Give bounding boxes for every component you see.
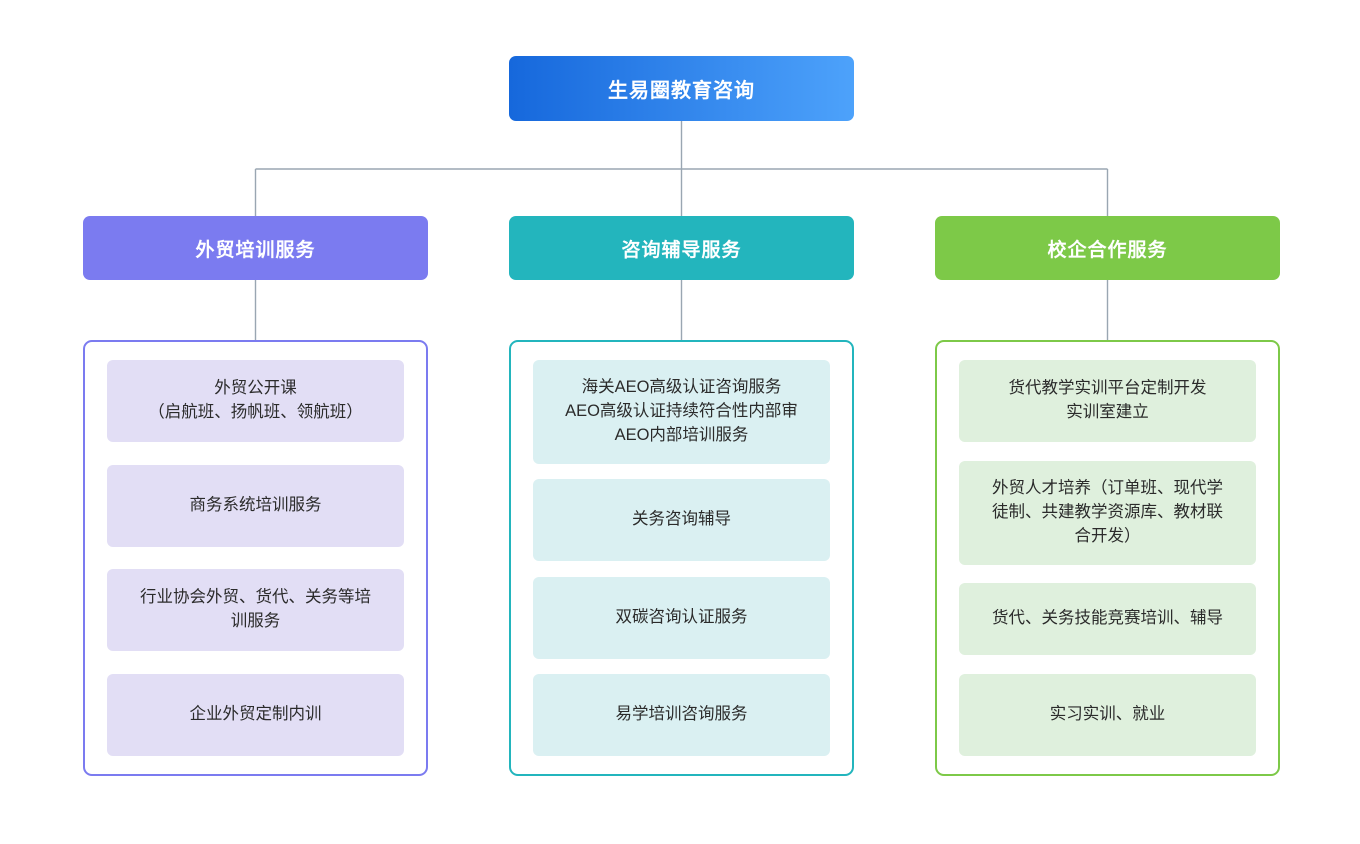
list-item[interactable]: 外贸人才培养（订单班、现代学 徒制、共建教学资源库、教材联 合开发） [959,460,1256,565]
list-item[interactable]: 企业外贸定制内训 [107,673,404,756]
category-header-label: 校企合作服务 [1047,239,1168,261]
list-item[interactable]: 商务系统培训服务 [107,464,404,547]
list-item[interactable]: 货代、关务技能竞赛培训、辅导 [959,583,1256,656]
category-header-training[interactable]: 外贸培训服务 [83,216,428,280]
root-node[interactable]: 生易圈教育咨询 [509,56,854,121]
list-item[interactable]: 关务咨询辅导 [533,479,830,562]
list-item[interactable]: 货代教学实训平台定制开发 实训室建立 [959,360,1256,442]
category-header-consulting[interactable]: 咨询辅导服务 [509,216,854,280]
group-box-consulting: 海关AEO高级认证咨询服务 AEO高级认证持续符合性内部审 AEO内部培训服务 … [509,340,854,776]
group-box-training: 外贸公开课 （启航班、扬帆班、领航班） 商务系统培训服务 行业协会外贸、货代、关… [83,340,428,776]
list-item[interactable]: 行业协会外贸、货代、关务等培 训服务 [107,569,404,652]
category-header-school-enterprise[interactable]: 校企合作服务 [935,216,1280,280]
list-item[interactable]: 双碳咨询认证服务 [533,576,830,659]
root-node-label: 生易圈教育咨询 [608,80,755,102]
list-item[interactable]: 外贸公开课 （启航班、扬帆班、领航班） [107,360,404,442]
group-box-school-enterprise: 货代教学实训平台定制开发 实训室建立 外贸人才培养（订单班、现代学 徒制、共建教… [935,340,1280,776]
list-item[interactable]: 海关AEO高级认证咨询服务 AEO高级认证持续符合性内部审 AEO内部培训服务 [533,360,830,464]
list-item[interactable]: 易学培训咨询服务 [533,673,830,756]
group-items: 外贸公开课 （启航班、扬帆班、领航班） 商务系统培训服务 行业协会外贸、货代、关… [107,360,404,756]
category-header-label: 咨询辅导服务 [621,239,742,261]
group-items: 海关AEO高级认证咨询服务 AEO高级认证持续符合性内部审 AEO内部培训服务 … [533,360,830,756]
group-items: 货代教学实训平台定制开发 实训室建立 外贸人才培养（订单班、现代学 徒制、共建教… [959,360,1256,756]
list-item[interactable]: 实习实训、就业 [959,673,1256,756]
category-header-label: 外贸培训服务 [195,239,316,261]
